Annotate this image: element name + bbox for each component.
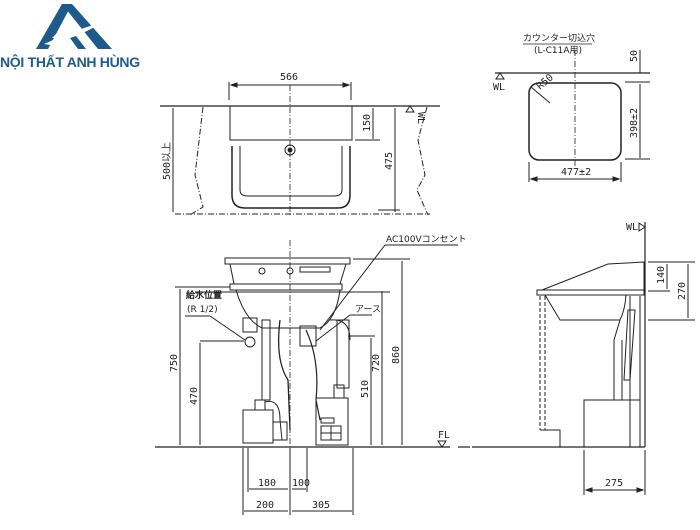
front-view	[155, 240, 470, 515]
dim-720: 720	[371, 354, 382, 372]
top-view	[160, 82, 440, 216]
wl-label-top: WL	[415, 112, 426, 124]
dim-200: 200	[256, 500, 274, 511]
dim-275: 275	[605, 478, 623, 489]
dim-860: 860	[391, 346, 402, 364]
dim-510: 510	[360, 380, 371, 398]
brand-name: NỘI THẤT ANH HÙNG	[0, 54, 140, 70]
dim-750: 750	[169, 354, 180, 372]
dim-180: 180	[258, 478, 276, 489]
cutout-title: カウンター切込穴	[523, 32, 595, 44]
fl-label: FL	[438, 430, 450, 441]
dim-width-566: 566	[280, 72, 298, 83]
dim-150: 150	[362, 114, 373, 132]
cutout-model: (L-C11A用)	[534, 45, 582, 56]
outlet-label: AC100Vコンセント	[386, 234, 467, 245]
brand-mountain-icon	[36, 4, 112, 49]
earth-label: アース	[355, 305, 381, 315]
brand-logo: NỘI THẤT ANH HÙNG	[0, 0, 160, 75]
dim-140: 140	[656, 266, 667, 284]
dim-477: 477±2	[561, 167, 591, 178]
dim-470: 470	[189, 387, 200, 405]
wl-label-cutout: WL	[493, 82, 505, 93]
dim-270: 270	[677, 282, 688, 300]
side-view	[472, 222, 695, 495]
dim-50: 50	[629, 50, 640, 62]
cutout-view	[495, 43, 650, 182]
radius-r50: R50	[535, 72, 556, 92]
dim-305: 305	[312, 500, 330, 511]
wl-label-side: WL	[626, 222, 638, 233]
dim-100: 100	[292, 478, 310, 489]
supply-size: (R 1/2)	[187, 305, 218, 315]
dim-475: 475	[384, 152, 395, 170]
dim-398: 398±2	[629, 108, 640, 138]
dim-500-min: 500以上	[161, 142, 173, 180]
supply-label: 給水位置	[186, 289, 222, 301]
